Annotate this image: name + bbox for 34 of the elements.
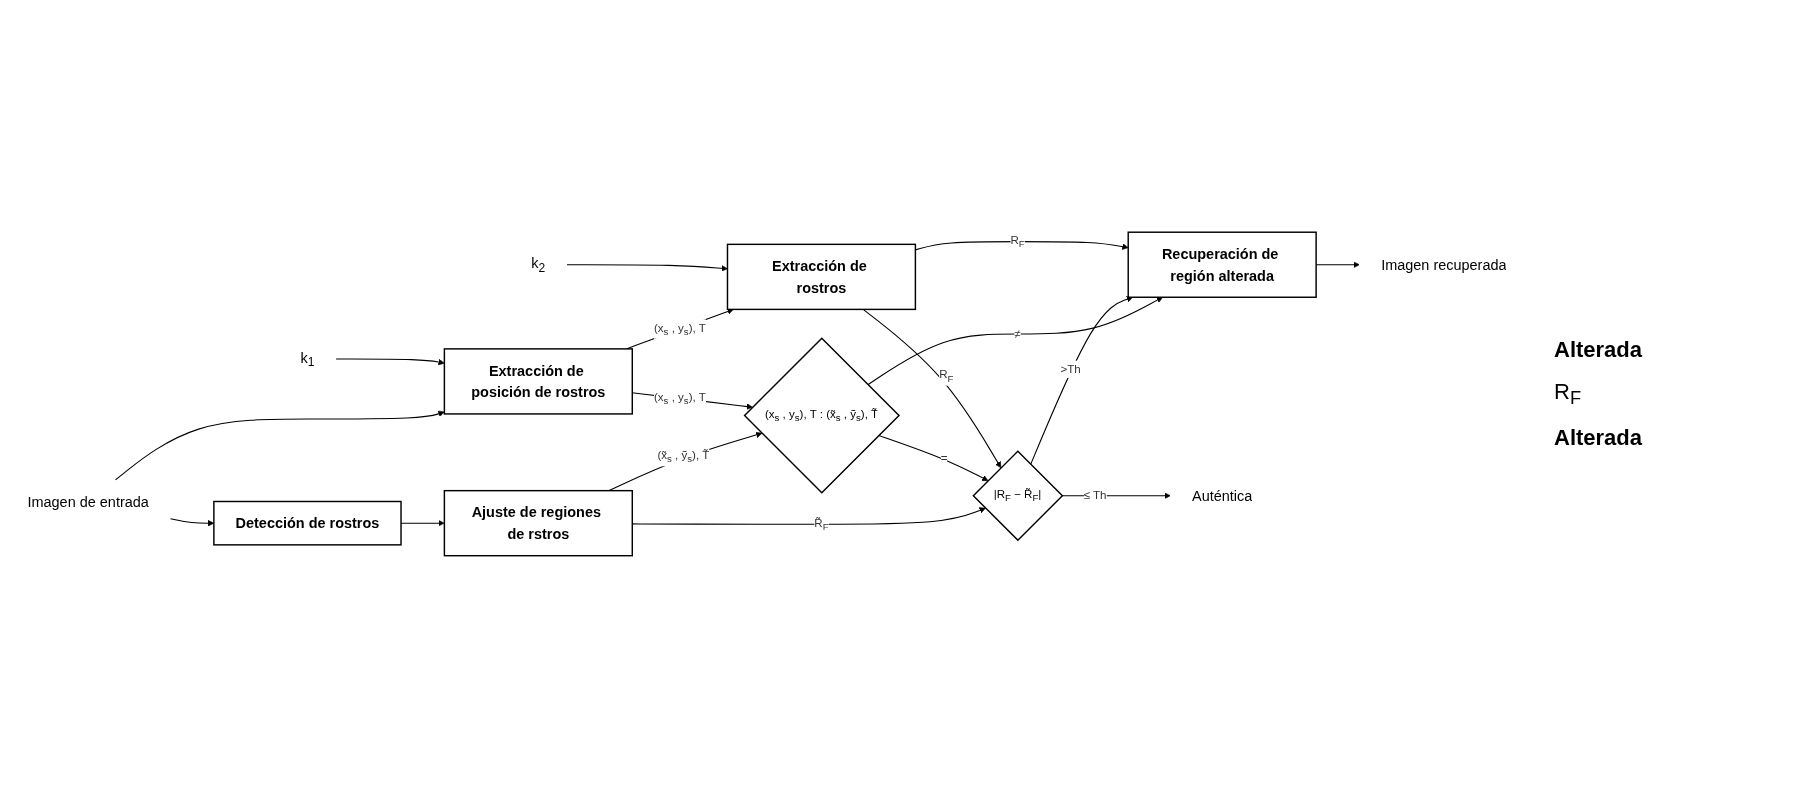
- node-text: Imagen recuperada: [1381, 257, 1507, 273]
- edge-label: ≤ Th: [1083, 489, 1107, 502]
- edge-label: (x$_{s}$ , y$_{s}$), T: [653, 391, 706, 407]
- node-box: Extracción de posición de rostros: [443, 348, 633, 415]
- note-text: Alterada: [1554, 336, 1644, 363]
- node-text: k$_{1}$: [300, 349, 315, 370]
- edge-label: (x̃$_{s}$ , ỹ$_{s}$), T̃: [657, 449, 710, 465]
- arrow: [1061, 492, 1171, 500]
- node-text: Imagen de entrada: [27, 493, 149, 510]
- node-box: Detección de rostros: [213, 501, 402, 546]
- edge-label: (x$_{s}$ , y$_{s}$), T: [653, 321, 706, 338]
- node-box: Extracción de rostros: [726, 243, 917, 311]
- arrow: [878, 435, 989, 482]
- arrow: [867, 297, 1163, 386]
- arrow: [114, 410, 445, 481]
- node-text: Auténtica: [1192, 488, 1253, 504]
- node-box: Ajuste de regiones de rstros: [443, 490, 633, 557]
- node-box: Recuperación de región alterada: [1127, 231, 1317, 299]
- node-diamond: |R$_{F}$ − R̃$_{F}$|: [972, 450, 1064, 542]
- note-text: Alterada: [1554, 425, 1644, 452]
- edge-label: R$_{F}$: [1010, 234, 1025, 250]
- edge-label: R̃$_{F}$: [814, 516, 829, 533]
- arrow: [608, 432, 763, 492]
- edge-label: ≠: [1014, 327, 1021, 341]
- arrow: [862, 309, 1002, 469]
- arrow: [335, 358, 445, 366]
- node-text: k$_{2}$: [531, 255, 546, 276]
- arrow: [1030, 296, 1133, 466]
- node-diamond: (x$_{s}$ , y$_{s}$), T : (x̃$_{s}$ , ỹ$_{s}$), T̃: [743, 337, 901, 494]
- note-text: R$_{F}$: [1554, 378, 1583, 410]
- edge-label: =: [940, 452, 948, 465]
- edge-label: R$_{F}$: [939, 368, 954, 384]
- edge-label: >Th: [1060, 362, 1081, 376]
- arrow: [566, 264, 728, 272]
